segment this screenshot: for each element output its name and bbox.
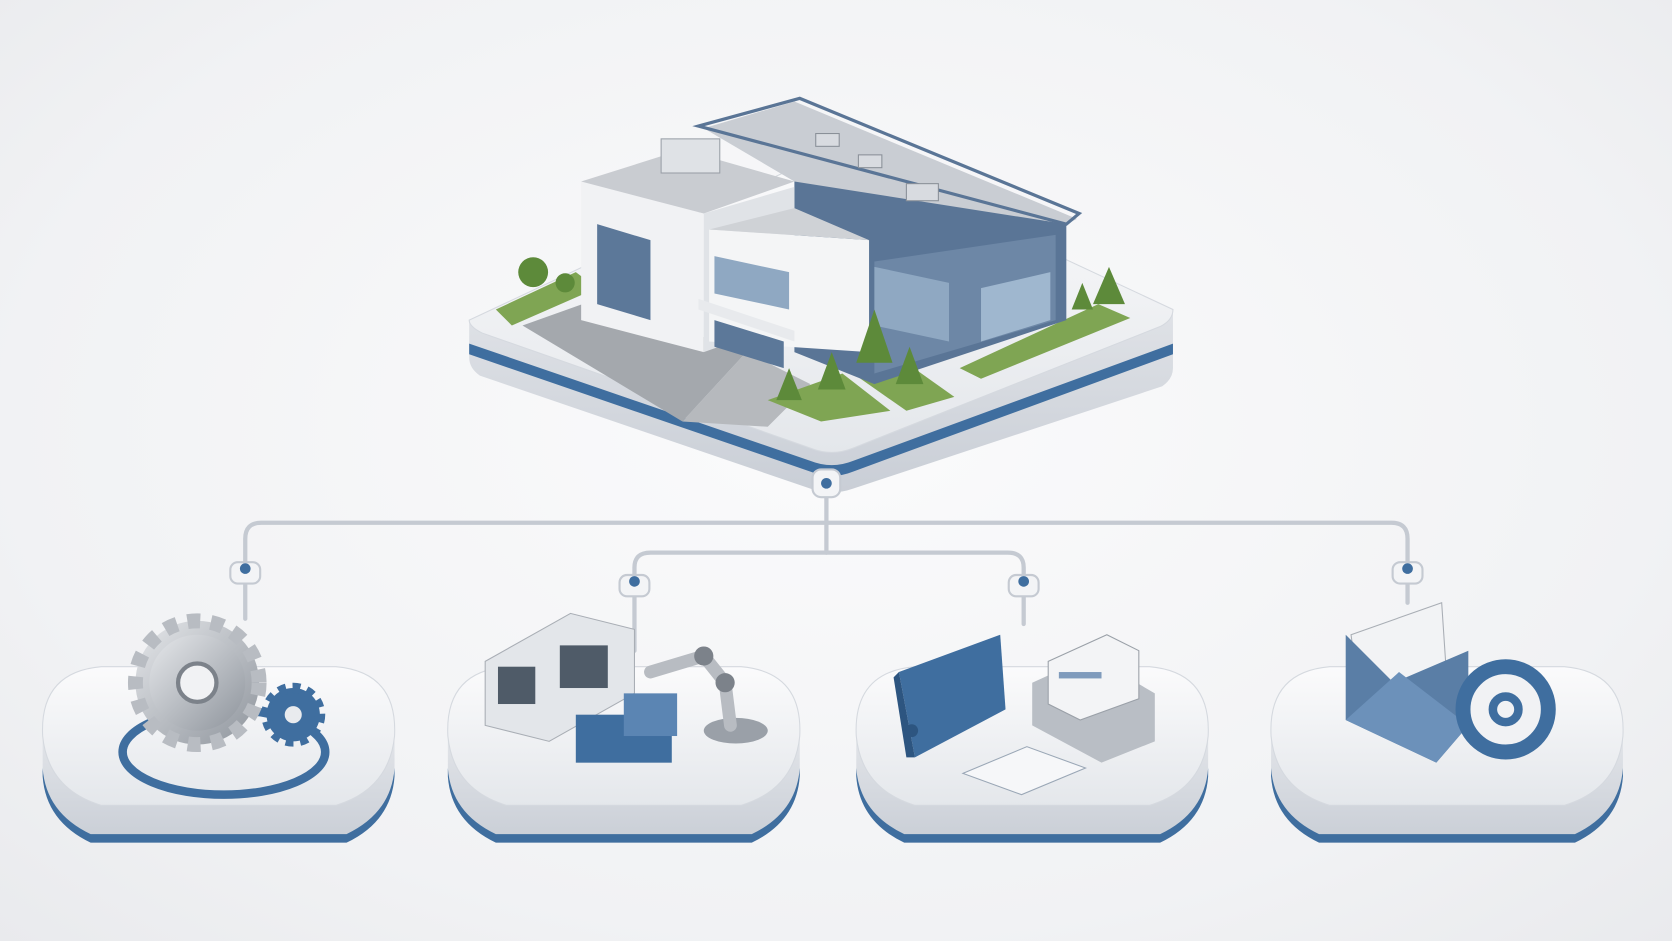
documents-folder-icon xyxy=(893,634,1155,796)
connector-lines xyxy=(243,483,1410,653)
factory-building-icon xyxy=(581,96,1083,385)
node-production xyxy=(447,612,801,844)
hub-port xyxy=(811,468,842,499)
production-machine-robot-arm-icon xyxy=(484,612,768,763)
node-gears xyxy=(41,613,396,844)
email-envelope-at-icon xyxy=(1345,601,1556,763)
node-email xyxy=(1270,601,1624,844)
node-ports xyxy=(229,561,1424,598)
node-documents xyxy=(855,634,1209,844)
gears-icon xyxy=(118,613,330,799)
tree-icons xyxy=(518,257,1125,401)
